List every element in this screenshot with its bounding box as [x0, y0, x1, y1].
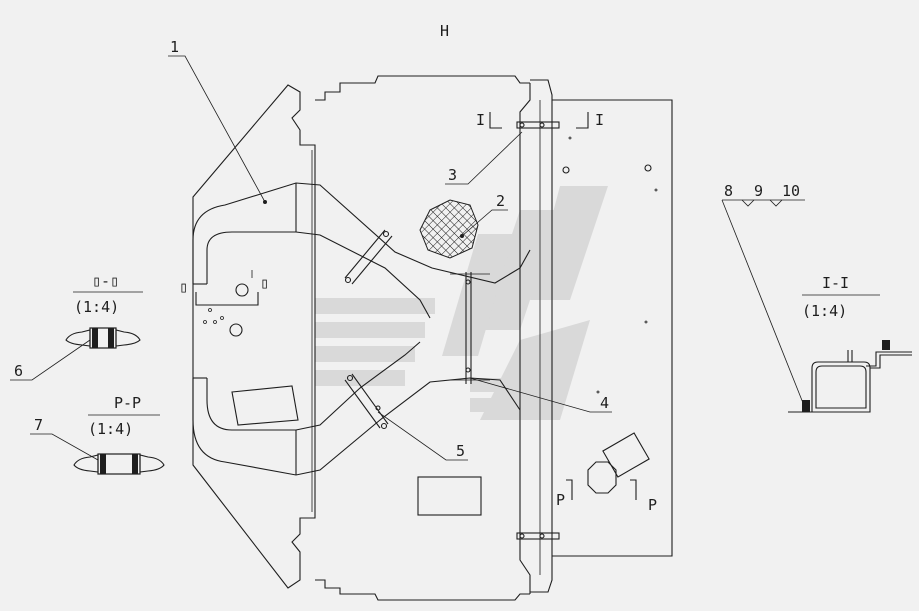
- panel-details: [195, 136, 658, 516]
- callout-5: 5: [456, 442, 465, 460]
- detail-i-scale: (1:4): [802, 302, 847, 320]
- section-mark-i-left: I: [476, 111, 485, 129]
- callout-6: 6: [14, 362, 23, 380]
- struts: [344, 229, 490, 430]
- callout-2: 2: [496, 192, 505, 210]
- view-label: H: [440, 22, 449, 40]
- section-mark-box-right: ▯: [260, 274, 269, 292]
- callout-3: 3: [448, 166, 457, 184]
- callout-1: 1: [170, 38, 179, 56]
- detail-7-title: P-P: [114, 394, 141, 412]
- callout-8: 8: [724, 182, 733, 200]
- detail-6-title: ▯-▯: [92, 272, 119, 290]
- section-mark-p-left: P: [556, 491, 565, 509]
- detail-6-scale: (1:4): [74, 298, 119, 316]
- callout-9: 9: [754, 182, 763, 200]
- detail-i-i: [721, 199, 912, 413]
- section-mark-p-right: P: [648, 496, 657, 514]
- section-mark-i-right: I: [595, 111, 604, 129]
- section-markers: [251, 112, 637, 500]
- air-ducts: [192, 182, 531, 476]
- detail-7: [30, 414, 165, 475]
- section-mark-box-left: ▯: [179, 278, 188, 296]
- detail-i-title: I-I: [822, 274, 849, 292]
- callout-10: 10: [782, 182, 800, 200]
- callout-4: 4: [600, 394, 609, 412]
- callout-7: 7: [34, 416, 43, 434]
- detail-7-scale: (1:4): [88, 420, 133, 438]
- leader-lines: [168, 55, 612, 461]
- detail-6: [10, 291, 143, 381]
- main-frame: [192, 75, 673, 601]
